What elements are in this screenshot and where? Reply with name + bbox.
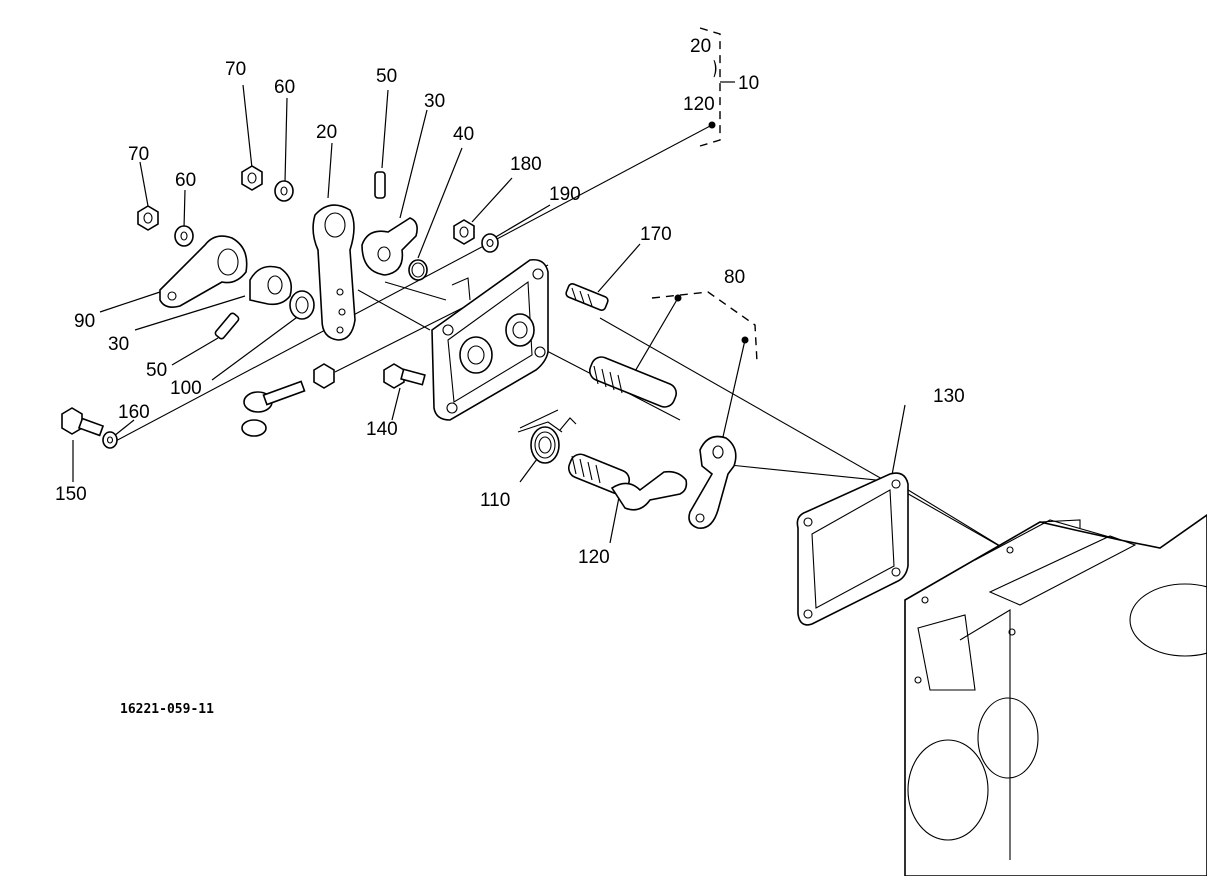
dot-10: [708, 121, 716, 129]
washer-160: [102, 431, 118, 449]
label-60-b: 60: [175, 170, 196, 191]
stud-170: [565, 283, 609, 311]
range-label-top: 20: [690, 36, 711, 57]
label-180: 180: [510, 154, 542, 175]
oil-seal-100: [289, 290, 315, 320]
range-label-group: 10: [738, 73, 759, 94]
lever-30-lower: [249, 265, 293, 306]
label-170: 170: [640, 224, 672, 245]
dot-80b: [741, 336, 749, 344]
label-110: 110: [480, 490, 510, 511]
bolt-150: [61, 407, 105, 437]
label-30-b: 30: [108, 334, 129, 355]
washer-190: [481, 233, 499, 253]
label-20-a: 20: [316, 122, 337, 143]
label-90: 90: [74, 311, 95, 332]
gasket-130: [796, 472, 909, 626]
adjust-screw: [241, 363, 335, 437]
nut-70-upper: [241, 165, 263, 191]
cover-plate: [431, 258, 549, 421]
pin-50-lower: [214, 312, 240, 340]
leader-lines: [109, 124, 1011, 553]
nut-180: [453, 219, 475, 245]
spring-110: [517, 417, 577, 464]
diagram-code: 16221-059-11: [120, 702, 214, 717]
pin-50-upper: [374, 171, 386, 199]
dot-80a: [674, 294, 682, 302]
lever-80: [688, 435, 737, 529]
range-label-tilde: ⁀: [694, 60, 716, 78]
label-120: 120: [578, 547, 610, 568]
label-130: 130: [933, 386, 965, 407]
label-150: 150: [55, 484, 87, 505]
lever-20: [312, 204, 356, 341]
part-labels: 70 60 50 30 20 40 180 190 70 60 90 30 50…: [55, 36, 965, 717]
label-70-b: 70: [128, 144, 149, 165]
label-190: 190: [549, 184, 581, 205]
washer-60-upper: [274, 180, 294, 202]
label-160: 160: [118, 402, 150, 423]
label-140: 140: [366, 419, 398, 440]
engine-block: [904, 514, 1207, 876]
label-leaders: [72, 84, 906, 544]
label-50-b: 50: [146, 360, 167, 381]
washer-60-lower: [174, 225, 194, 247]
label-70-a: 70: [225, 59, 246, 80]
shaft-120: [567, 453, 688, 511]
bolt-140: [383, 363, 426, 389]
range-label-bottom: 120: [683, 94, 715, 115]
label-40: 40: [453, 124, 474, 145]
label-50-a: 50: [376, 66, 397, 87]
lever-90: [159, 235, 248, 308]
label-80: 80: [724, 267, 745, 288]
label-100: 100: [170, 378, 202, 399]
label-60-a: 60: [274, 77, 295, 98]
shaft-upper: [588, 356, 678, 408]
lever-30-upper: [361, 217, 418, 276]
group-bracket-80: [651, 291, 758, 363]
group-bracket-10: [699, 27, 735, 147]
o-ring-40: [408, 259, 428, 281]
nut-70-lower: [137, 205, 159, 231]
label-30-a: 30: [424, 91, 445, 112]
